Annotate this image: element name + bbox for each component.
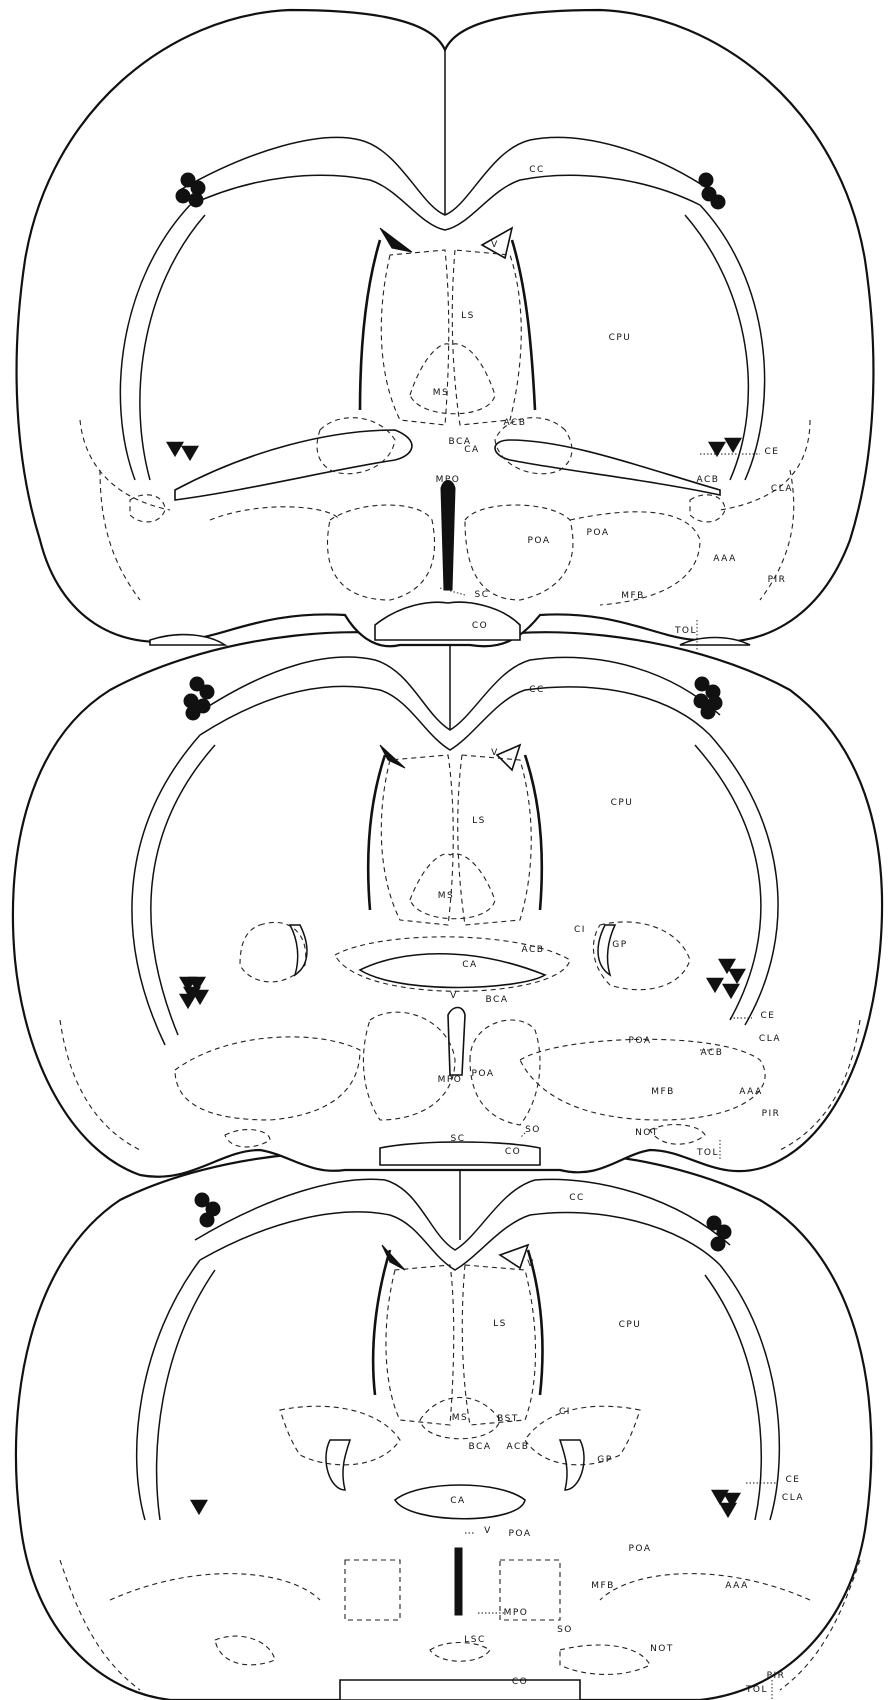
lesion-circle-marker [711,195,726,210]
region-label: SO [557,1625,573,1635]
region-label: CLA [759,1034,781,1044]
region-label: CLA [782,1493,804,1503]
region-label: AAA [725,1581,748,1591]
region-label: TOL [696,1148,719,1158]
region-label: MFB [591,1581,615,1591]
lesion-circle-marker [176,189,191,204]
region-label: MPO [436,475,461,485]
region-label: CC [529,685,545,695]
region-label: CE [786,1475,801,1485]
region-label: CO [505,1147,521,1157]
region-label: PIR [768,575,787,585]
region-label: MS [438,891,454,901]
region-label: MFB [621,591,645,601]
lesion-circle-marker [189,193,204,208]
region-label: GP [597,1455,612,1465]
region-label: NOT [650,1644,674,1654]
region-label: AAA [739,1087,762,1097]
region-label: CC [569,1193,585,1203]
region-label: CO [512,1677,528,1687]
region-label: TOL [745,1685,768,1695]
region-label: POA [527,536,550,546]
lesion-circle-marker [186,706,201,721]
region-label: CE [765,447,780,457]
region-label: POA [508,1529,531,1539]
region-label: ACB [507,1442,530,1452]
region-label: CI [574,925,586,935]
region-label: CO [472,621,488,631]
region-label: MPO [504,1608,529,1618]
region-label: GP [612,940,627,950]
region-label: BST [497,1414,519,1424]
region-label: POA [586,528,609,538]
region-label: POA [628,1544,651,1554]
region-label: POA [471,1069,494,1079]
region-label: SC [475,590,490,600]
lesion-circle-marker [711,1237,726,1252]
region-label: MPO [438,1075,463,1085]
region-label: ACB [701,1048,724,1058]
region-label: MS [433,388,449,398]
region-label: CA [450,1496,465,1506]
region-label: PIR [767,1671,786,1681]
region-label: NOT [635,1128,659,1138]
region-label: MS [452,1413,468,1423]
region-label: CA [464,445,479,455]
section-top [17,10,874,646]
section-bottom-outline [16,1152,871,1700]
region-label: CA [462,960,477,970]
region-label: CPU [619,1320,642,1330]
region-label: V [450,991,458,1001]
region-label: MFB [651,1087,675,1097]
region-label: POA [628,1036,651,1046]
region-label: SC [451,1134,466,1144]
region-label: LSC [464,1635,486,1645]
region-label: CPU [611,798,634,808]
region-label: V [484,1526,492,1536]
region-label: V [491,240,499,250]
lesion-circle-marker [699,173,714,188]
region-label: AAA [713,554,736,564]
region-label: CE [761,1011,776,1021]
section-bottom [16,1152,871,1700]
region-label: LS [493,1319,507,1329]
region-label: ACB [504,418,527,428]
region-label: CLA [771,484,793,494]
region-label: BCA [469,1442,492,1452]
region-label: SO [525,1125,541,1135]
lesion-circle-marker [200,685,215,700]
region-label: CPU [609,333,632,343]
lesion-circle-marker [701,705,716,720]
lesion-circle-marker [200,1213,215,1228]
region-label: ACB [697,475,720,485]
region-label: PIR [762,1109,781,1119]
region-label: ACB [522,945,545,955]
region-label: CC [529,165,545,175]
region-label: TOL [674,626,697,636]
region-label: LS [461,311,475,321]
region-label: LS [472,816,486,826]
region-label: V [527,1259,535,1269]
region-label: CI [559,1407,571,1417]
region-label: BCA [486,995,509,1005]
region-label: V [491,748,499,758]
